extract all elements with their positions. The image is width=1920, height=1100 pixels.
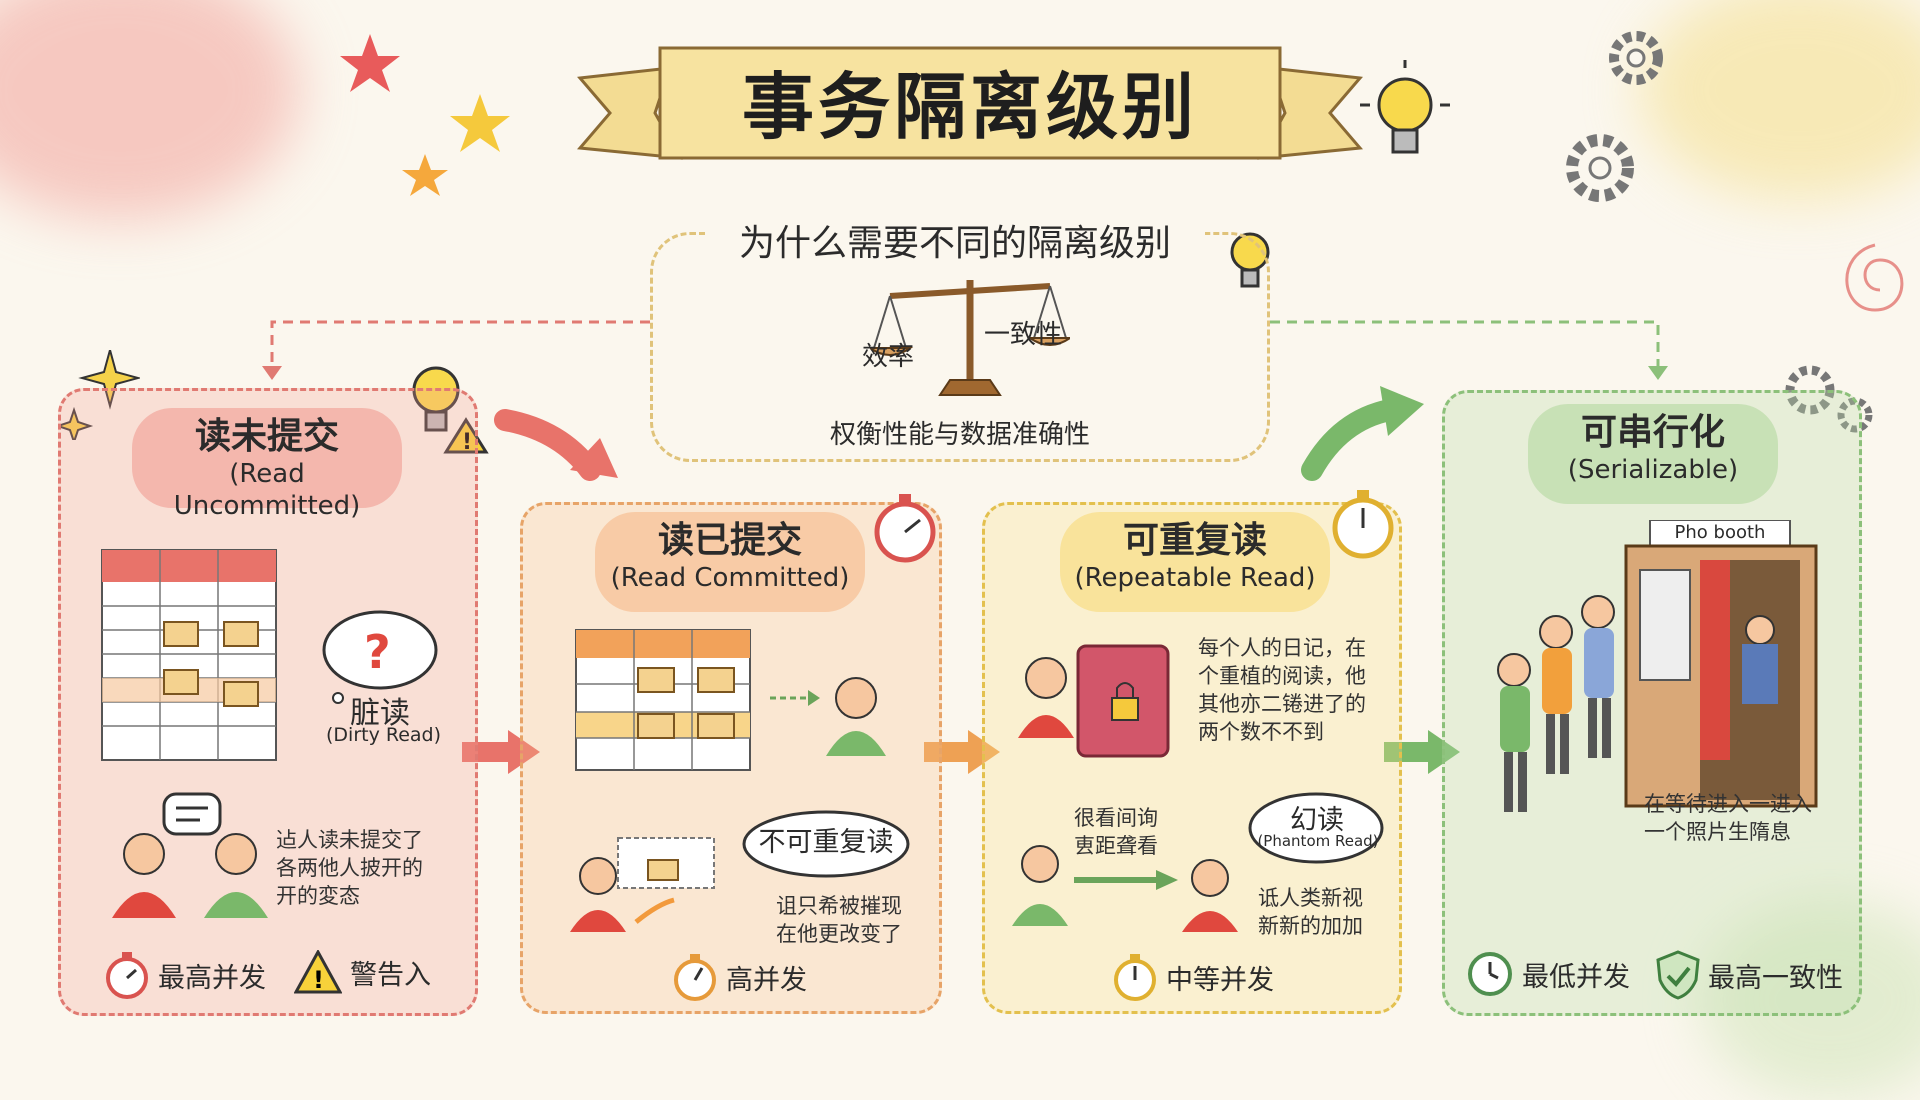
footer-label: 最高一致性 [1708,962,1843,994]
gear-icons [1566,31,1663,202]
person-diary-icon [1018,644,1170,758]
note-line: 很看间询 [1074,806,1158,830]
anomaly-label: 幻读 [1290,805,1344,836]
why-heading: 为什么需要不同的隔离级别 [705,214,1205,266]
note-line: 个重植的阅读，他 [1198,664,1366,688]
data-table-icon [575,629,751,771]
lightbulb-icon [1360,60,1450,154]
note-line: 诅只希被摧现 [776,894,902,918]
note-line: 各两他人披开的 [276,856,423,880]
anomaly-label-en: (Dirty Read) [326,724,442,746]
note-line: 在他更改变了 [776,922,902,946]
balance-scale-icon [870,280,1070,396]
level-name: 可重复读 [1122,520,1267,561]
star-icons [340,34,510,196]
corner-wash-green [1700,900,1920,1100]
anomaly-label: 不可重复读 [758,827,894,858]
booth-sign: Pho booth [1674,522,1766,543]
stopwatch-icon [874,494,936,563]
level-name: 读已提交 [657,520,802,561]
title-banner [576,46,1364,160]
sparkle-icons [60,350,140,440]
footer-warning: ! 警告入 [294,950,431,994]
level-name-en: (Serializable) [1567,455,1739,485]
connector-arrows [262,320,1668,774]
svg-text:!: ! [462,430,472,455]
level-title-read-uncommitted: 读未提交 (Read Uncommitted) [132,408,402,521]
note-line: 在等待进入一进入 [1644,792,1812,816]
page-title: 事务隔离级别 [741,65,1198,149]
footer-concurrency: 最高并发 [104,950,266,1000]
footer-label: 警告入 [350,959,431,991]
data-table-icon [101,549,277,761]
footer-label: 最高并发 [158,962,266,994]
swirl-decoration [1845,243,1904,312]
note-line: 开的変态 [276,884,360,908]
note-line: 新新的加加 [1258,914,1363,938]
level-name-en: (Read Uncommitted) [173,459,361,521]
thought-cloud-icon [742,810,910,878]
level-title-read-committed: 读已提交 (Read Committed) [595,512,865,612]
anomaly-label-en: (Phantom Read) [1257,832,1379,850]
why-caption: 权衡性能与数据准确性 [829,420,1090,450]
stopwatch-icon [106,952,148,999]
footer-consistency: 最高一致性 [1656,950,1843,1000]
footer-label: 最低并发 [1522,961,1630,993]
note-line: 两个数不不到 [1198,720,1324,744]
footer-concurrency: 最低并发 [1466,950,1630,998]
svg-text:?: ? [364,625,391,679]
level-name: 读未提交 [194,416,339,457]
photo-booth-queue-icon [1497,520,1818,812]
footer-concurrency: 高并发 [672,952,807,1002]
note-line: 其他亦二锩进了的 [1198,692,1366,716]
footer-label: 中等并发 [1166,964,1274,996]
person-rewrite-icon [570,837,715,932]
svg-text:!: ! [313,966,324,994]
thought-cloud-icon [1248,792,1384,864]
person-reader-icon [770,677,886,756]
level-name: 可串行化 [1580,412,1725,453]
person-phantom-arrow-icon [1012,845,1238,932]
why-right-label: 一致性 [984,320,1063,350]
stopwatch-icon [1332,490,1394,559]
note-line: 诋人类新视 [1258,886,1363,910]
level-name-en: (Read Committed) [610,563,850,593]
note-line: 一个照片生隋息 [1644,820,1791,844]
why-left-label: 效率 [862,342,915,372]
anomaly-label: 脏读 [350,696,410,731]
shield-check-icon [1656,950,1700,1000]
note-line: 迠人读未提交了 [276,828,423,852]
level-title-repeatable-read: 可重复读 (Repeatable Read) [1060,512,1330,612]
stopwatch-icon [674,954,716,1001]
footer-concurrency: 中等并发 [1112,952,1274,1002]
level-title-serializable: 可串行化 (Serializable) [1528,404,1778,504]
footer-label: 高并发 [726,964,807,996]
corner-wash-yellow [1640,0,1920,200]
stopwatch-icon [1114,954,1156,1001]
question-cloud-icon: ? [322,610,438,704]
note-line: 叀距聋看 [1074,834,1158,858]
level-name-en: (Repeatable Read) [1074,563,1316,593]
clock-icon [1468,952,1512,996]
note-line: 每个人的日记，在 [1198,636,1366,660]
warning-icon: ! [294,950,342,994]
two-people-chat-icon [112,792,268,918]
